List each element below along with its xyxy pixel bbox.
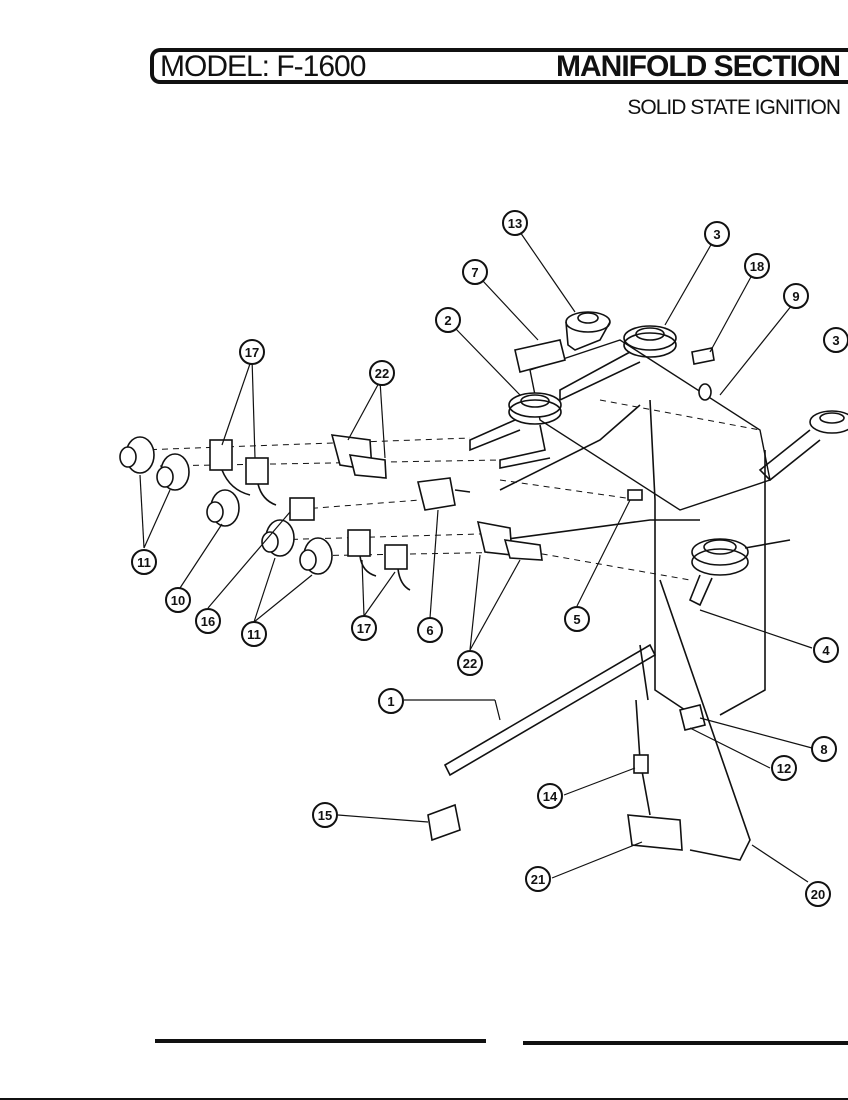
switch-17-upper xyxy=(209,439,277,506)
section-subtitle: SOLID STATE IGNITION xyxy=(627,96,841,119)
knob-11-b xyxy=(156,453,190,491)
gas-tube-20 xyxy=(659,579,751,861)
callout-13: 13 xyxy=(502,210,528,236)
callout-10: 10 xyxy=(165,587,191,613)
callout-7: 7 xyxy=(462,259,488,285)
svg-text:9: 9 xyxy=(792,289,799,304)
gas-tube-right xyxy=(719,450,766,716)
burner-3-right xyxy=(758,410,848,482)
svg-text:17: 17 xyxy=(245,345,259,360)
part-14 xyxy=(633,754,649,774)
part-12 xyxy=(679,704,706,731)
svg-text:13: 13 xyxy=(508,216,522,231)
callout-17-upper: 17 xyxy=(239,339,265,365)
callout-12: 12 xyxy=(771,755,797,781)
section-title: MANIFOLD SECTION xyxy=(556,50,841,83)
callout-8: 8 xyxy=(811,736,837,762)
svg-text:3: 3 xyxy=(713,227,720,242)
callout-17-lower: 17 xyxy=(351,615,377,641)
bracket-15 xyxy=(427,803,461,842)
part-9 xyxy=(698,383,712,401)
svg-text:17: 17 xyxy=(357,621,371,636)
callout-6: 6 xyxy=(417,617,443,643)
svg-text:8: 8 xyxy=(820,742,827,757)
gas-tube-main xyxy=(649,399,701,721)
knob-11-a xyxy=(119,436,155,474)
svg-text:11: 11 xyxy=(137,555,151,570)
callout-9: 9 xyxy=(783,283,809,309)
callout-16: 16 xyxy=(195,608,221,634)
burner-2 xyxy=(469,392,562,469)
svg-text:15: 15 xyxy=(318,808,332,823)
callout-22-lower: 22 xyxy=(457,650,483,676)
svg-text:18: 18 xyxy=(750,259,764,274)
model-title: MODEL: F-1600 xyxy=(160,50,366,83)
callout-2: 2 xyxy=(435,307,461,333)
callout-11-mid: 11 xyxy=(241,621,267,647)
svg-text:2: 2 xyxy=(444,313,451,328)
regulator-21 xyxy=(627,699,683,851)
callout-1: 1 xyxy=(378,688,404,714)
callout-18: 18 xyxy=(744,253,770,279)
callout-15: 15 xyxy=(312,802,338,828)
part-5 xyxy=(627,489,643,501)
burner-4 xyxy=(688,538,791,607)
switch-17-lower xyxy=(347,529,411,591)
callout-3-right: 3 xyxy=(823,327,848,353)
callout-14: 14 xyxy=(537,783,563,809)
callout-21: 21 xyxy=(525,866,551,892)
svg-text:3: 3 xyxy=(832,333,839,348)
footer-rules xyxy=(155,1039,848,1045)
bracket-7 xyxy=(514,339,566,373)
svg-text:1: 1 xyxy=(387,694,394,709)
svg-text:10: 10 xyxy=(171,593,185,608)
knob-11-d xyxy=(299,537,333,575)
svg-text:16: 16 xyxy=(201,614,215,629)
svg-text:21: 21 xyxy=(531,872,545,887)
callout-4: 4 xyxy=(813,637,839,663)
callout-5: 5 xyxy=(564,606,590,632)
gas-tube-left xyxy=(499,404,641,491)
burner-3-top xyxy=(559,325,677,402)
svg-text:5: 5 xyxy=(573,612,580,627)
svg-text:11: 11 xyxy=(247,627,261,642)
valve-22-upper xyxy=(330,434,387,479)
svg-text:14: 14 xyxy=(543,789,558,804)
svg-text:20: 20 xyxy=(811,887,825,902)
burner-13 xyxy=(565,311,611,351)
manifold-bar-1 xyxy=(443,643,657,777)
svg-text:12: 12 xyxy=(777,761,791,776)
svg-text:22: 22 xyxy=(375,366,389,381)
callout-3-top: 3 xyxy=(704,221,730,247)
gas-tube-lower xyxy=(499,519,700,541)
header-frame xyxy=(150,48,848,84)
callout-22-upper: 22 xyxy=(369,360,395,386)
valve-6 xyxy=(417,477,471,511)
callout-bubbles: 13 3 18 7 9 2 3 17 22 11 10 16 11 17 6 5… xyxy=(131,210,848,907)
knob-11-c xyxy=(261,519,295,557)
svg-text:6: 6 xyxy=(426,623,433,638)
knob-10 xyxy=(206,489,240,527)
callout-11-left: 11 xyxy=(131,549,157,575)
part-16 xyxy=(289,497,315,521)
svg-text:7: 7 xyxy=(471,265,478,280)
callout-20: 20 xyxy=(805,881,831,907)
valve-22-lower xyxy=(476,520,543,561)
svg-text:4: 4 xyxy=(822,643,830,658)
callout-leaders xyxy=(139,231,813,883)
part-18 xyxy=(691,347,715,365)
svg-text:22: 22 xyxy=(463,656,477,671)
